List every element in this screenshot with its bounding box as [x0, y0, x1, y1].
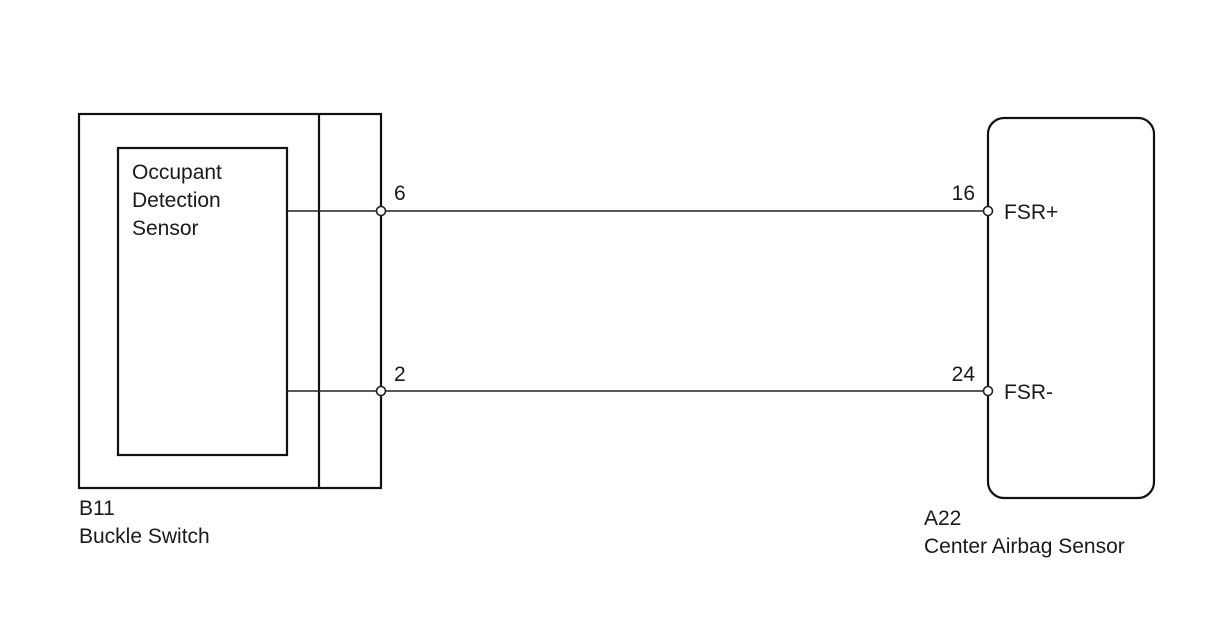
pin-24-label: 24 [952, 363, 976, 386]
pin-6-label: 6 [394, 182, 406, 205]
sensor-label-line-3: Sensor [132, 217, 199, 240]
signal-fsr-minus-label: FSR- [1004, 381, 1053, 404]
terminal-pin-24 [982, 385, 994, 397]
buckle-switch-outline [77, 112, 383, 490]
buckle-switch-name: Buckle Switch [79, 525, 210, 548]
sensor-label-line-1: Occupant [132, 161, 222, 184]
center-airbag-sensor-outline [986, 116, 1156, 500]
signal-fsr-plus-label: FSR+ [1004, 201, 1058, 224]
terminal-pin-2 [375, 385, 387, 397]
terminal-pin-6 [375, 205, 387, 217]
pin-16-label: 16 [952, 182, 975, 205]
center-airbag-sensor-name: Center Airbag Sensor [924, 535, 1125, 558]
wire-fsr-minus: 2 24 FSR- [287, 363, 1053, 404]
wire-fsr-plus: 6 16 FSR+ [287, 182, 1058, 224]
sensor-label-line-2: Detection [132, 189, 221, 212]
terminal-pin-16 [982, 205, 994, 217]
pin-2-label: 2 [394, 363, 406, 386]
center-airbag-sensor-code: A22 [924, 507, 961, 530]
occupant-detection-sensor-block [116, 146, 289, 457]
center-airbag-sensor-component [986, 116, 1156, 500]
buckle-switch-component: Occupant Detection Sensor [77, 112, 383, 490]
buckle-switch-code: B11 [79, 497, 115, 520]
